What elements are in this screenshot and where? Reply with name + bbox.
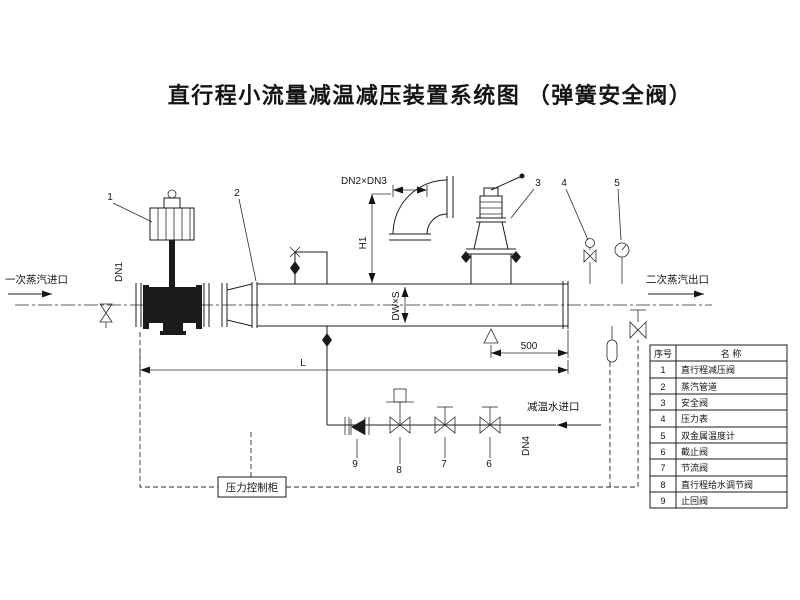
dwxs-dimension: DW×S xyxy=(391,287,409,323)
pressure-reducing-valve xyxy=(135,189,202,335)
callout-3: 3 xyxy=(535,178,541,189)
water-inlet-label: 减温水进口 xyxy=(527,401,580,413)
row-8-name: 直行程给水调节阀 xyxy=(681,479,753,490)
callout-6: 6 xyxy=(486,459,492,470)
row-5-name: 双金属温度计 xyxy=(681,430,735,441)
parts-table: 序号 名 称 1 直行程减压阀 2 蒸汽管道 3 安全阀 4 压力表 5 双金属… xyxy=(649,344,788,509)
row-2-name: 蒸汽管道 xyxy=(681,381,717,392)
table-row: 2 蒸汽管道 xyxy=(660,381,717,392)
table-header-num: 序号 xyxy=(654,348,672,359)
stop-valve xyxy=(479,406,501,434)
row-3-num: 3 xyxy=(660,398,665,408)
table-row: 8 直行程给水调节阀 xyxy=(660,479,753,490)
row-7-num: 7 xyxy=(660,463,665,473)
table-row: 6 截止阀 xyxy=(660,446,708,457)
cooling-water-line: 减温水进口 DN4 xyxy=(327,401,601,456)
table-row: 4 压力表 xyxy=(660,413,708,424)
dn4-label: DN4 xyxy=(521,436,532,456)
bimetal-thermometer xyxy=(614,242,630,284)
outlet-control-valve xyxy=(629,309,647,339)
control-signal-lines xyxy=(139,332,639,488)
row-4-num: 4 xyxy=(660,414,665,424)
row-8-num: 8 xyxy=(660,480,665,490)
callout-4: 4 xyxy=(561,178,567,189)
dwxs-label: DW×S xyxy=(391,291,402,321)
throttle-valve xyxy=(434,406,456,434)
dim-500: 500 xyxy=(483,328,569,358)
row-9-name: 止回阀 xyxy=(681,495,708,506)
dim-500-label: 500 xyxy=(521,341,538,352)
row-6-name: 截止阀 xyxy=(681,446,708,457)
reducer-and-flanges xyxy=(203,282,258,328)
primary-inlet-label: 一次蒸汽进口 xyxy=(5,273,68,286)
row-1-name: 直行程减压阀 xyxy=(681,364,735,375)
check-valve xyxy=(344,417,370,435)
primary-steam-inlet: 一次蒸汽进口 xyxy=(5,273,68,298)
table-row: 9 止回阀 xyxy=(660,495,708,506)
callout-2: 2 xyxy=(234,188,240,199)
dim-l-label: L xyxy=(300,358,306,369)
callout-1: 1 xyxy=(107,192,113,203)
row-7-name: 节流阀 xyxy=(681,462,708,473)
pressure-sensor xyxy=(606,326,618,363)
row-5-num: 5 xyxy=(660,431,665,441)
control-cabinet: 压力控制柜 xyxy=(217,476,287,498)
row-2-num: 2 xyxy=(660,382,665,392)
callouts: 1 2 3 4 5 6 7 8 9 xyxy=(107,178,622,476)
inlet-drain-valve xyxy=(99,303,113,328)
spray-water-riser xyxy=(294,251,328,425)
dn2xdn3-label: DN2×DN3 xyxy=(341,176,387,187)
row-1-num: 1 xyxy=(660,365,665,375)
dn1-label: DN1 xyxy=(114,262,125,282)
control-cabinet-label: 压力控制柜 xyxy=(226,481,279,494)
dim-l: L xyxy=(139,350,569,374)
row-4-name: 压力表 xyxy=(681,413,708,424)
safety-valve xyxy=(461,173,525,284)
row-6-num: 6 xyxy=(660,447,665,457)
feedwater-regulating-valve xyxy=(386,388,414,434)
h1-dimension: H1 xyxy=(358,193,391,283)
callout-5: 5 xyxy=(614,178,620,189)
table-header-name: 名 称 xyxy=(721,348,742,359)
outlet-elbow-detail: DN2×DN3 xyxy=(341,176,454,241)
table-row: 7 节流阀 xyxy=(660,462,708,473)
table-row: 5 双金属温度计 xyxy=(660,430,735,441)
secondary-outlet-label: 二次蒸汽出口 xyxy=(646,273,709,286)
diagram-title: 直行程小流量减温减压装置系统图 （弹簧安全阀） xyxy=(168,83,693,108)
callout-7: 7 xyxy=(441,459,447,470)
table-row: 1 直行程减压阀 xyxy=(660,364,735,375)
row-3-name: 安全阀 xyxy=(681,397,708,408)
table-row: 3 安全阀 xyxy=(660,397,708,408)
h1-label: H1 xyxy=(358,236,369,249)
pressure-gauge xyxy=(583,238,597,284)
spray-nozzle xyxy=(289,246,332,347)
callout-9: 9 xyxy=(352,459,358,470)
row-9-num: 9 xyxy=(660,496,665,506)
secondary-steam-outlet: 二次蒸汽出口 xyxy=(646,273,709,298)
callout-8: 8 xyxy=(396,465,402,476)
